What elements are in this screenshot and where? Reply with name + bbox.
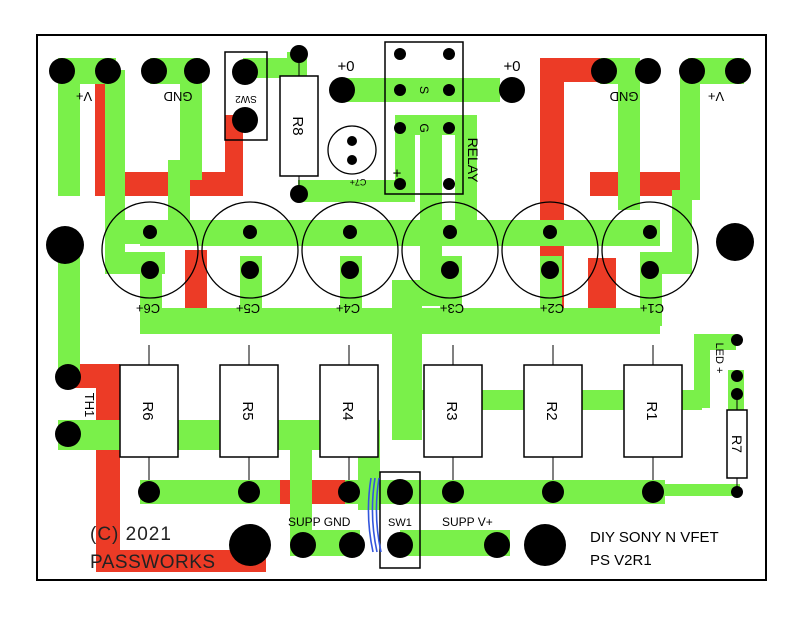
label-r3: R3	[443, 401, 460, 420]
label-supp-gnd: SUPP GND	[288, 515, 351, 529]
label-title-line2: PS V2R1	[590, 552, 652, 569]
label-v-plus-left: V+	[76, 89, 92, 104]
label-r8: R8	[289, 116, 306, 135]
label-relay-g: G	[417, 123, 431, 132]
label-c3: C3+	[440, 301, 464, 316]
label-r4: R4	[339, 401, 356, 420]
component-outlines	[119, 41, 748, 569]
label-relay-plus: +	[392, 164, 401, 181]
label-author: PASSWORKS	[90, 552, 216, 573]
label-zero-plus-left: 0+	[337, 57, 354, 74]
label-relay: RELAY	[465, 138, 481, 184]
label-r5: R5	[239, 401, 256, 420]
label-title-line1: DIY SONY N VFET	[590, 529, 719, 546]
pads	[46, 45, 754, 566]
label-gnd-left: GND	[164, 89, 193, 104]
label-zero-plus-right: 0+	[503, 57, 520, 74]
label-c5: C5+	[236, 301, 260, 316]
label-c4: C4+	[336, 301, 360, 316]
label-sw1: SW1	[388, 517, 412, 529]
label-r7: R7	[729, 435, 745, 453]
label-th1: TH1	[82, 393, 97, 418]
label-c6: C6+	[136, 301, 160, 316]
capacitor-outlines	[101, 125, 699, 299]
label-led: LED +	[713, 343, 725, 374]
jumper-wire	[367, 477, 382, 553]
label-relay-s: S	[417, 86, 431, 94]
label-r2: R2	[543, 401, 560, 420]
label-sw2: SW2	[235, 93, 257, 104]
label-v-plus-right: V+	[708, 89, 724, 104]
label-gnd-right: GND	[610, 89, 639, 104]
label-r1: R1	[643, 401, 660, 420]
label-r6: R6	[139, 401, 156, 420]
label-c7: C7+	[350, 177, 367, 187]
label-c1: C1+	[640, 301, 664, 316]
label-copyright: (C) 2021	[90, 524, 172, 545]
label-c2: C2+	[540, 301, 564, 316]
label-supp-vplus: SUPP V+	[442, 515, 493, 529]
